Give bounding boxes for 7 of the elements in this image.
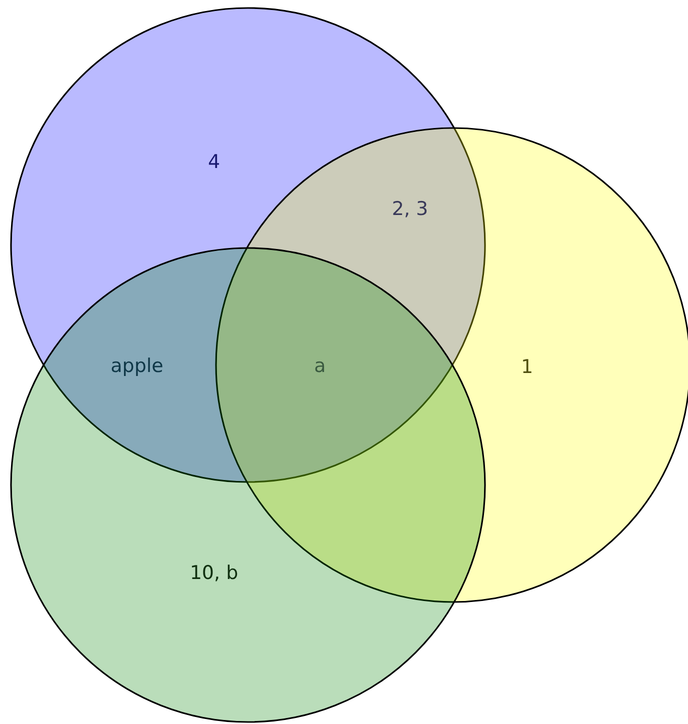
region-label: apple: [110, 355, 164, 377]
region-label: 1: [520, 356, 534, 378]
region-label: 4: [208, 151, 220, 173]
set-circle: [10, 247, 486, 723]
region-label: 10, b: [190, 562, 238, 584]
region-label: a: [314, 355, 326, 377]
region-label: 2, 3: [392, 198, 428, 220]
